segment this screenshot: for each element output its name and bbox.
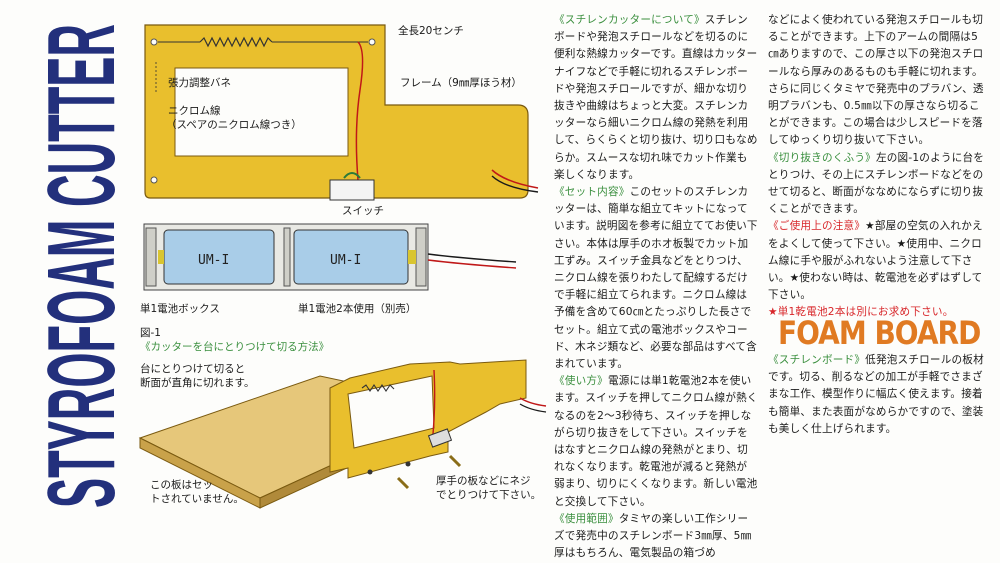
screw-note-1: 厚手の板などにネジ <box>436 475 531 487</box>
battery-box-label: 単1電池ボックス <box>140 303 220 315</box>
nichrome-label-2: （スペアのニクロム線つき） <box>166 119 302 131</box>
table-diagram <box>138 359 547 509</box>
screw-hole-3 <box>150 176 158 184</box>
spring <box>199 36 273 48</box>
total-length-label: 全長20センチ <box>398 25 464 37</box>
frame-diagram <box>144 24 539 201</box>
text-column-2: などによく使われている発泡スチロールも切ることができます。上下のアームの間隔は5… <box>768 12 986 322</box>
frame-label: フレーム（9㎜厚ほう材） <box>400 77 522 89</box>
paragraph-usage: 《使い方》電源には単1乾電池2本を使います。スイッチを押してニクロム線が熱くなる… <box>554 375 758 508</box>
screw-icon-1 <box>396 476 410 490</box>
nichrome-wire <box>355 41 364 181</box>
figure-title: 《カッターを台にとりつけて切る方法》 <box>140 341 330 353</box>
foam-board-text: 《スチレンボード》低発泡スチロールの板材です。切る、削るなどの加工が手軽でさまざ… <box>768 354 984 435</box>
table-note-1: 台にとりつけて切ると <box>140 363 246 375</box>
screw-hole-2 <box>368 38 376 46</box>
board-note-1: この板はセッ <box>150 479 213 491</box>
battery-label-1: UM-I <box>198 253 229 268</box>
title-text: STYROFOAM CUTTER <box>28 24 124 508</box>
switch-icon <box>329 179 375 201</box>
table-note-2: 断面が直角に切れます。 <box>140 377 255 389</box>
screw-note-2: でとりつけて下さい。 <box>436 489 542 501</box>
paragraph-caution: 《ご使用上の注意》★部屋の空気の入れかえをよくして使って下さい。★使用中、ニクロ… <box>768 220 983 302</box>
vertical-title: STYROFOAM CUTTER <box>6 12 135 512</box>
switch-label: スイッチ <box>342 205 384 217</box>
paragraph-about: 《スチレンカッターについて》スチレンボードや発泡スチロールなどを切るのに便利な熱… <box>554 14 758 181</box>
paragraph-contents: 《セット内容》このセットのスチレンカッターは、簡単な組立てキットになっています。… <box>554 186 758 371</box>
screw-icon-2 <box>448 454 462 468</box>
paragraph-tips: 《切り抜きのくふう》左の図-1のように台をとりつけ、その上にスチレンボードなどを… <box>768 151 985 216</box>
paragraph-battery-warning: ★単1乾電池2本は別にお求め下さい。 <box>768 306 954 319</box>
paragraph-range: 《使用範囲》タミヤの楽しい工作シリーズで発売中のスチレンボード3㎜厚、5㎜厚はも… <box>554 512 752 560</box>
nichrome-label-1: ニクロム線 <box>168 105 221 117</box>
switch-icon-2 <box>427 428 453 448</box>
battery-note-label: 単1電池2本使用（別売） <box>298 303 417 315</box>
spring-label: 張力調整バネ <box>168 77 231 89</box>
text-column-1: 《スチレンカッターについて》スチレンボードや発泡スチロールなどを切るのに便利な熱… <box>554 12 758 563</box>
foam-board-title: FOAM BOARD <box>778 314 981 352</box>
screw-hole-1 <box>150 38 158 46</box>
figure-number: 図-1 <box>140 327 161 339</box>
paragraph-range-cont: などによく使われている発泡スチロールも切ることができます。上下のアームの間隔は5… <box>768 14 984 147</box>
board-note-2: トされていません。 <box>150 493 244 505</box>
battery-label-2: UM-I <box>330 253 361 268</box>
battery-box-diagram: UM-I UM-I <box>143 223 517 291</box>
